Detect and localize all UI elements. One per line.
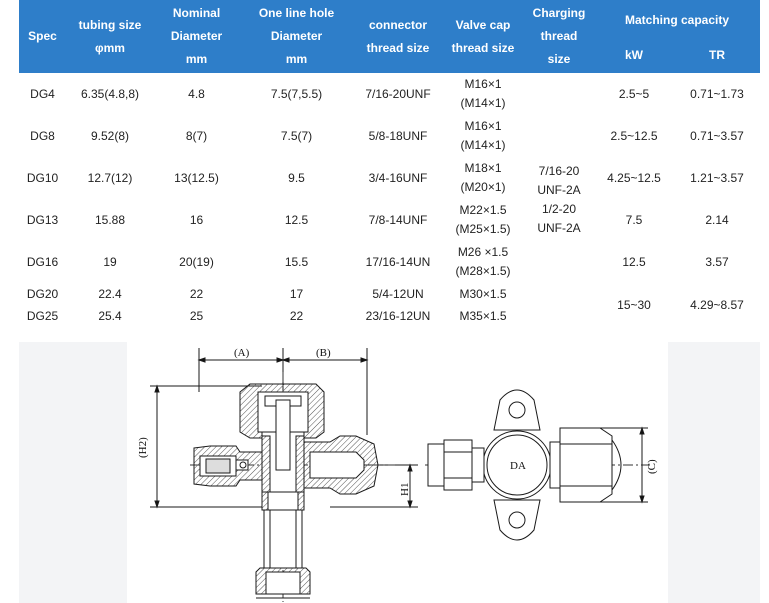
header-spec: Spec bbox=[19, 0, 66, 73]
cell-nominal: 16 bbox=[189, 212, 204, 227]
dimension-a-b bbox=[197, 348, 369, 435]
dimension-h2 bbox=[150, 384, 262, 509]
header-matching-capacity: Matching capacity bbox=[594, 0, 760, 42]
table-row: DG20 22.4 22 17 5/4-12UN M30×1.5 15~30 4… bbox=[19, 283, 760, 312]
header-one-line-hole: One line hole Diameter mm bbox=[239, 0, 354, 73]
label-h2: (H2) bbox=[137, 437, 149, 458]
cell-kw: 15~30 bbox=[617, 297, 651, 312]
cell-connector: 3/4-16UNF bbox=[368, 170, 428, 185]
cell-nominal: 4.8 bbox=[188, 86, 205, 101]
cell-hole: 9.5 bbox=[288, 170, 305, 185]
cell-tubing: 25.4 bbox=[98, 308, 122, 323]
cell-spec: DG8 bbox=[30, 128, 55, 143]
cell-tubing: 22.4 bbox=[98, 286, 122, 301]
cell-nominal: 13(12.5) bbox=[174, 170, 219, 185]
valve-side-view bbox=[193, 383, 379, 599]
table-header: Spec tubing size φmm Nominal Diameter mm… bbox=[19, 0, 760, 73]
spec-table: Spec tubing size φmm Nominal Diameter mm… bbox=[19, 0, 760, 327]
cell-spec: DG25 bbox=[26, 308, 59, 323]
header-nominal-diameter: Nominal Diameter mm bbox=[154, 0, 239, 73]
cell-hole: 17 bbox=[289, 286, 304, 301]
cell-connector: 7/8-14UNF bbox=[368, 212, 428, 227]
cell-nominal: 20(19) bbox=[179, 254, 214, 269]
cell-cap: M35×1.5 bbox=[459, 308, 507, 323]
cell-cap: M22×1.5(M25×1.5) bbox=[455, 203, 511, 236]
drawing-panel-left bbox=[19, 342, 127, 603]
cell-hole: 15.5 bbox=[284, 254, 309, 269]
cell-hole: 7.5(7,5.5) bbox=[270, 86, 323, 101]
table-row: DG4 6.35(4.8,8) 4.8 7.5(7,5.5) 7/16-20UN… bbox=[19, 73, 760, 235]
cell-hole: 22 bbox=[289, 308, 304, 323]
cell-tr: 0.71~3.57 bbox=[690, 128, 744, 143]
drawing-panel-right bbox=[668, 342, 760, 603]
cell-nominal: 22 bbox=[189, 286, 204, 301]
label-c: (C) bbox=[646, 459, 658, 474]
header-tr: TR bbox=[674, 41, 760, 73]
cell-kw: 4.25~12.5 bbox=[607, 170, 661, 185]
label-h1: H1 bbox=[399, 483, 411, 496]
cell-cap: M16×1(M14×1) bbox=[460, 77, 506, 110]
cell-spec: DG10 bbox=[26, 170, 59, 185]
cell-connector: 17/16-14UN bbox=[365, 254, 431, 269]
cell-spec: DG13 bbox=[26, 212, 59, 227]
cell-connector: 5/8-18UNF bbox=[368, 128, 428, 143]
cell-spec: DG16 bbox=[26, 254, 59, 269]
header-charging: Charging thread size bbox=[524, 0, 594, 73]
table-row: DG8 9.52(8) 8(7) 7.5(7) 5/8-18UNF M16×1(… bbox=[19, 115, 760, 157]
cell-kw: 12.5 bbox=[622, 254, 646, 269]
table-row: DG16 19 20(19) 15.5 17/16-14UN M26 ×1.5(… bbox=[19, 241, 760, 283]
table-row: DG25 25.4 25 22 23/16-12UN M35×1.5 bbox=[19, 305, 760, 327]
cell-kw: 2.5~5 bbox=[618, 86, 650, 101]
cell-tr: 0.71~1.73 bbox=[690, 86, 744, 101]
valve-technical-drawing: (A) (B) (H2) H1 DA (C) bbox=[137, 347, 658, 602]
dimension-c bbox=[600, 426, 648, 504]
table-body: DG4 6.35(4.8,8) 4.8 7.5(7,5.5) 7/16-20UN… bbox=[19, 73, 760, 327]
valve-front-view bbox=[427, 389, 622, 541]
cell-tr: 4.29~8.57 bbox=[690, 297, 744, 312]
cell-cap: M16×1(M14×1) bbox=[460, 119, 506, 152]
cell-cap: M26 ×1.5(M28×1.5) bbox=[455, 245, 511, 278]
header-valve-cap: Valve cap thread size bbox=[442, 0, 524, 73]
cell-connector: 7/16-20UNF bbox=[365, 86, 431, 101]
header-connector: connector thread size bbox=[354, 0, 442, 73]
cell-hole: 7.5(7) bbox=[280, 128, 313, 143]
label-b: (B) bbox=[316, 347, 331, 359]
header-tubing-size: tubing size φmm bbox=[66, 0, 154, 73]
cell-kw: 2.5~12.5 bbox=[610, 128, 658, 143]
cell-kw: 7.5 bbox=[625, 212, 643, 227]
cell-tr: 3.57 bbox=[705, 254, 729, 269]
label-da: DA bbox=[510, 460, 526, 472]
cell-nominal: 8(7) bbox=[185, 128, 208, 143]
cell-tubing: 9.52(8) bbox=[90, 128, 130, 143]
cell-spec: DG20 bbox=[26, 286, 59, 301]
cell-nominal: 25 bbox=[189, 308, 204, 323]
table-row: DG13 15.88 16 12.5 7/8-14UNF M22×1.5(M25… bbox=[19, 199, 760, 241]
cell-cap: M18×1(M20×1) bbox=[460, 161, 506, 194]
cell-spec: DG4 bbox=[30, 86, 55, 101]
label-a: (A) bbox=[234, 347, 250, 359]
cell-tubing: 15.88 bbox=[94, 212, 126, 227]
header-kw: kW bbox=[594, 41, 674, 73]
cell-tubing: 12.7(12) bbox=[87, 170, 133, 185]
cell-charging: 7/16-20 UNF-2A 1/2-20 UNF-2A bbox=[537, 164, 581, 235]
cell-hole: 12.5 bbox=[284, 212, 309, 227]
table-row: DG10 12.7(12) 13(12.5) 9.5 3/4-16UNF M18… bbox=[19, 157, 760, 199]
cell-connector: 5/4-12UN bbox=[372, 286, 424, 301]
cell-tubing: 19 bbox=[103, 254, 117, 269]
cell-tr: 2.14 bbox=[705, 212, 729, 227]
cell-connector: 23/16-12UN bbox=[365, 308, 431, 323]
cell-tubing: 6.35(4.8,8) bbox=[80, 86, 140, 101]
cell-tr: 1.21~3.57 bbox=[690, 170, 744, 185]
cell-cap: M30×1.5 bbox=[459, 286, 507, 301]
